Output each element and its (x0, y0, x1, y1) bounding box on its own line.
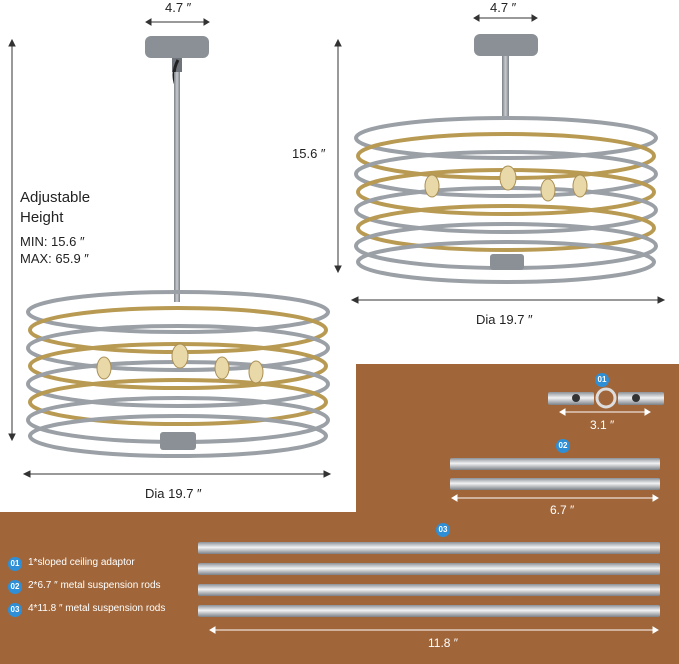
right-diameter: Dia 19.7 ″ (476, 312, 533, 327)
right-height: 15.6 ″ (292, 146, 326, 161)
left-canopy-width: 4.7 ″ (165, 0, 192, 15)
adaptor-length: 3.1 ″ (590, 418, 615, 432)
badge-03: 03 (436, 523, 450, 537)
badge-01: 01 (595, 373, 609, 387)
sloped-ceiling-adaptor (548, 387, 664, 409)
short-rods-length: 6.7 ″ (550, 503, 575, 517)
legend-badge-02: 02 (8, 580, 22, 594)
badge-02: 02 (556, 439, 570, 453)
legend-badge-01: 01 (8, 557, 22, 571)
legend-item-01: 1*sloped ceiling adaptor (28, 557, 135, 568)
max-height: MAX: 65.9 ″ (20, 251, 89, 266)
height-label: Height (20, 209, 64, 226)
legend-item-02: 2*6.7 ″ metal suspension rods (28, 580, 161, 591)
long-rods-length: 11.8 ″ (428, 636, 459, 650)
left-diameter: Dia 19.7 ″ (145, 486, 202, 501)
right-canopy-width: 4.7 ″ (490, 0, 517, 15)
min-height: MIN: 15.6 ″ (20, 234, 85, 249)
adjustable-label: Adjustable (20, 189, 91, 206)
legend-badge-03: 03 (8, 603, 22, 617)
legend-item-03: 4*11.8 ″ metal suspension rods (28, 603, 166, 614)
